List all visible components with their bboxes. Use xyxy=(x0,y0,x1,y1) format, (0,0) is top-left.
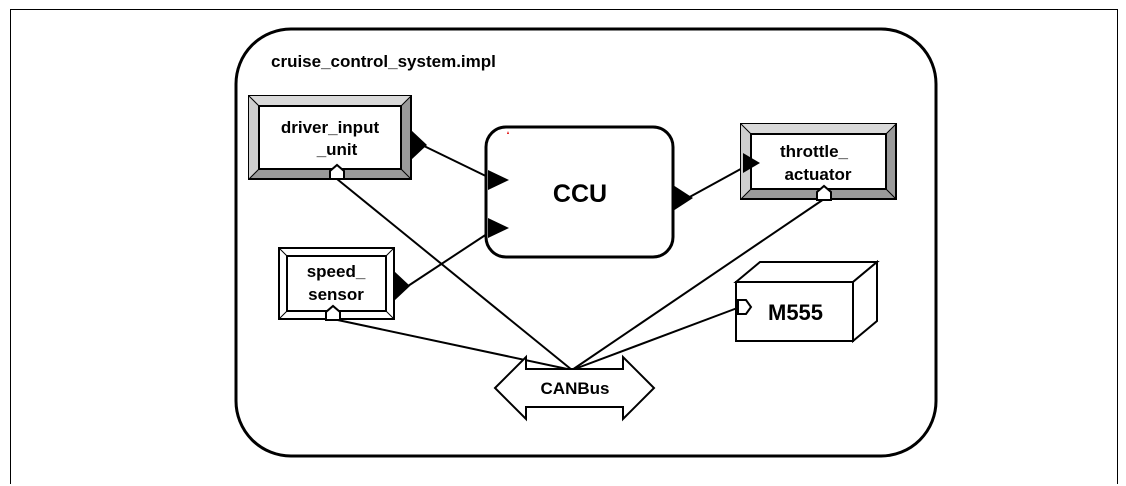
speed-sensor-out-port-icon[interactable] xyxy=(394,271,410,301)
component-canbus[interactable]: CANBus xyxy=(493,354,656,422)
speed-sensor-bus-access-icon[interactable] xyxy=(325,304,341,321)
system-title: cruise_control_system.impl xyxy=(271,52,496,71)
component-speed-sensor[interactable]: speed_ sensor xyxy=(278,247,410,321)
ccu-in-port-2-icon[interactable] xyxy=(488,218,509,238)
m555-bus-access-icon[interactable] xyxy=(737,299,753,315)
ccu-label: CCU xyxy=(553,180,607,208)
driver-input-bus-access-icon[interactable] xyxy=(329,163,345,180)
speed-sensor-body xyxy=(286,255,387,312)
connections xyxy=(332,145,825,371)
bus-link-throttle[interactable] xyxy=(571,198,825,371)
driver-input-unit-label-line2: _unit xyxy=(316,140,358,159)
throttle-actuator-in-port-icon[interactable] xyxy=(743,153,760,173)
component-throttle-actuator[interactable]: throttle_ actuator xyxy=(740,123,897,201)
throttle-actuator-bus-access-icon[interactable] xyxy=(816,184,832,201)
m555-front-face xyxy=(735,281,854,342)
driver-input-unit-body xyxy=(258,105,402,170)
m555-label: M555 xyxy=(768,300,823,325)
bus-link-driver[interactable] xyxy=(336,178,573,371)
component-m555[interactable]: M555 xyxy=(733,259,880,344)
driver-input-unit-label-line1: driver_input xyxy=(281,118,380,137)
component-ccu[interactable]: CCU xyxy=(484,125,693,259)
connection-ccu-to-throttle[interactable] xyxy=(685,164,749,200)
driver-input-unit-bevel-top xyxy=(249,96,411,106)
ccu-red-marker xyxy=(507,131,509,134)
driver-input-out-port-icon[interactable] xyxy=(411,130,427,160)
connection-driver-to-ccu[interactable] xyxy=(423,145,495,181)
connection-speed-to-ccu[interactable] xyxy=(407,227,497,287)
canbus-shape xyxy=(493,354,656,422)
ccu-in-port-1-icon[interactable] xyxy=(488,170,509,190)
canbus-label: CANBus xyxy=(541,379,610,398)
throttle-actuator-label-line2: actuator xyxy=(784,165,851,184)
ccu-out-port-icon[interactable] xyxy=(673,185,693,211)
throttle-actuator-label-line1: throttle_ xyxy=(780,142,849,161)
throttle-actuator-bevel-top xyxy=(741,124,896,134)
bus-link-speed[interactable] xyxy=(332,318,573,371)
component-driver-input-unit[interactable]: driver_input _unit xyxy=(248,95,427,180)
speed-sensor-label-line1: speed_ xyxy=(307,262,366,281)
bus-link-m555[interactable] xyxy=(571,306,741,371)
speed-sensor-label-line2: sensor xyxy=(308,285,364,304)
driver-input-unit-bevel-left xyxy=(249,96,259,179)
